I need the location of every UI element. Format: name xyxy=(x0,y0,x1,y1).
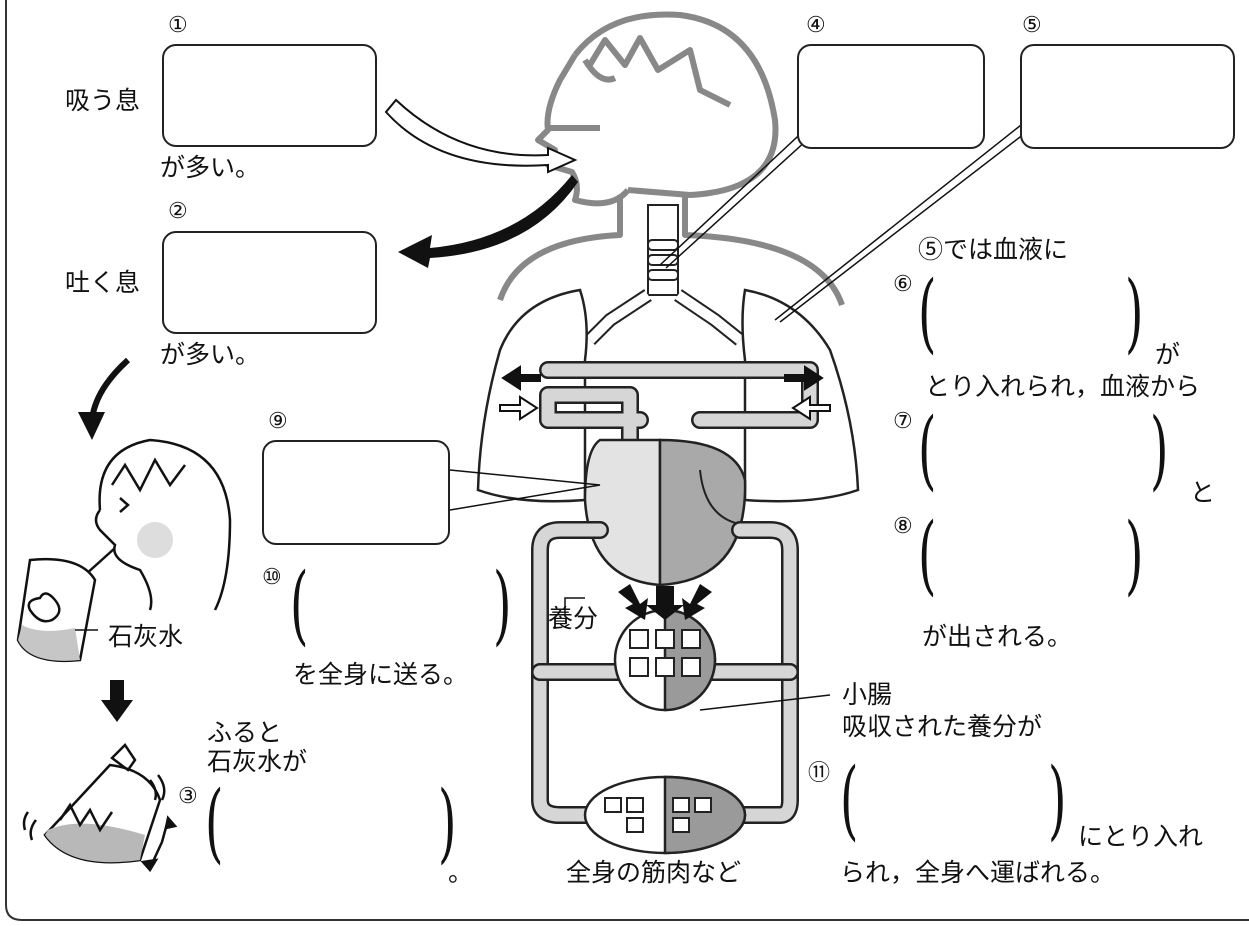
shaken-bag xyxy=(22,743,178,873)
lungs-lead-text: ⑤では血液に xyxy=(918,235,1069,264)
exhale-arrow xyxy=(398,175,578,268)
period-text: 。 xyxy=(448,858,474,887)
paren-open-10: ( xyxy=(290,555,309,655)
label-1: ① xyxy=(168,13,188,38)
small-intestine-label: 小腸 xyxy=(842,680,893,709)
trachea xyxy=(585,204,745,346)
paren-close-8: ) xyxy=(1125,505,1144,605)
heart xyxy=(583,438,747,587)
small-intestine-shape xyxy=(613,608,717,712)
to-text: と xyxy=(1190,478,1216,507)
paren-open-7: ( xyxy=(918,400,937,500)
answer-box-2[interactable] xyxy=(162,231,377,334)
label-11: ⑪ xyxy=(808,761,831,786)
paren-open-6: ( xyxy=(918,263,937,363)
paren-open-3: ( xyxy=(205,773,224,873)
many-text-2: が多い。 xyxy=(160,340,261,369)
shake-text-2: 石灰水が xyxy=(207,747,308,776)
gas-exchange-arrows xyxy=(499,365,831,421)
answer-box-1[interactable] xyxy=(162,44,377,147)
answer-box-9[interactable] xyxy=(262,440,450,545)
taken-in-text: にとり入れ xyxy=(1078,822,1204,851)
label-6: ⑥ xyxy=(893,272,913,297)
answer-box-5[interactable] xyxy=(1020,44,1235,149)
many-text-1: が多い。 xyxy=(160,153,261,182)
absorbed-text: 吸収された養分が xyxy=(842,712,1043,741)
label-7: ⑦ xyxy=(893,409,913,434)
down-arrow xyxy=(101,680,133,722)
paren-close-7: ) xyxy=(1150,400,1169,500)
label-4: ④ xyxy=(806,13,826,38)
muscles-label: 全身の筋肉など xyxy=(566,858,742,887)
taken-line-text: とり入れられ，血液から xyxy=(925,372,1201,401)
label-9: ⑨ xyxy=(268,409,288,434)
answer-box-4[interactable] xyxy=(797,44,985,149)
paren-close-3: ) xyxy=(438,773,457,873)
label-8: ⑧ xyxy=(893,514,913,539)
lungs xyxy=(476,288,860,503)
label-5: ⑤ xyxy=(1022,13,1042,38)
inhale-label: 吸う息 xyxy=(65,86,141,115)
label-3: ③ xyxy=(178,784,198,809)
inhale-arrow xyxy=(384,98,578,174)
limewater-label: 石灰水 xyxy=(108,622,184,651)
label-2: ② xyxy=(168,199,188,224)
pulmonary-vessels xyxy=(539,361,819,479)
nutrients-label: 養分 xyxy=(548,604,599,633)
send-body-text: を全身に送る。 xyxy=(293,660,469,689)
exhale-label: 吐く息 xyxy=(65,268,141,297)
paren-close-10: ) xyxy=(493,555,512,655)
nutrient-arrows xyxy=(618,584,712,620)
carried-text: られ，全身へ運ばれる。 xyxy=(840,858,1116,887)
muscle-shape xyxy=(583,775,747,855)
person-with-bag xyxy=(16,438,232,662)
released-text: が出される。 xyxy=(922,622,1073,651)
paren-open-8: ( xyxy=(918,505,937,605)
paren-close-11: ) xyxy=(1048,750,1067,850)
curved-arrow xyxy=(89,357,131,421)
paren-open-11: ( xyxy=(840,750,859,850)
page-frame xyxy=(5,0,1249,921)
paren-close-6: ) xyxy=(1125,263,1144,363)
shake-text-1: ふると xyxy=(207,718,283,747)
head-outline xyxy=(497,11,845,307)
ga-text: が xyxy=(1155,340,1181,369)
label-10: ⑩ xyxy=(262,565,282,590)
